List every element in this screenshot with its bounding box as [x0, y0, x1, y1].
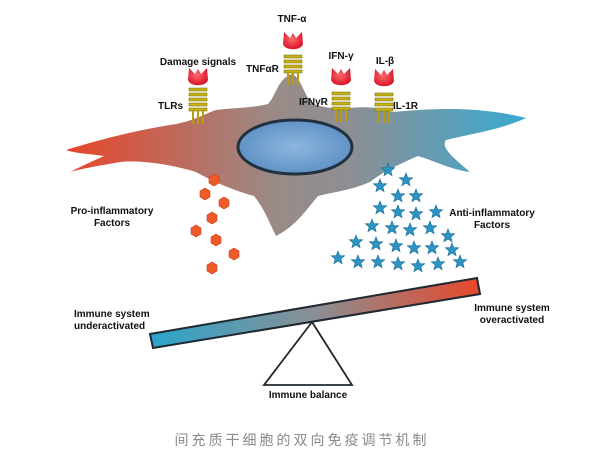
pro-factor-hexagon: [206, 211, 218, 225]
anti-factor-star: [408, 206, 424, 221]
figure-caption: 间充质干细胞的双向免疫调节机制: [174, 433, 430, 449]
tnf-alpha-receptor: [283, 54, 303, 85]
il-beta-ligand: [374, 69, 394, 87]
label-overactivated: Immune system overactivated: [466, 303, 558, 327]
label-pro-line1: Pro-inflammatory: [70, 206, 154, 217]
tnf-alpha-ligand: [283, 32, 303, 50]
pro-factor-hexagon: [190, 224, 202, 238]
label-anti-line2: Factors: [473, 220, 511, 231]
anti-factor-star: [452, 254, 468, 269]
pro-factor-hexagon: [218, 196, 230, 210]
anti-inflammatory-stars: [330, 162, 468, 273]
anti-factor-star: [410, 258, 426, 273]
label-under-line1: Immune system: [74, 309, 150, 320]
label-pro-inflammatory: Pro-inflammatory Factors: [52, 206, 172, 230]
anti-factor-star: [348, 234, 364, 249]
label-immune-balance: Immune balance: [268, 390, 348, 401]
label-tnf-alpha: TNF-α: [277, 14, 307, 25]
label-il-1r: IL-1R: [393, 101, 418, 112]
anti-factor-star: [380, 162, 396, 177]
anti-factor-star: [402, 222, 418, 237]
anti-factor-star: [372, 200, 388, 215]
pro-factor-hexagon: [210, 233, 222, 247]
label-underactivated: Immune system underactivated: [74, 309, 150, 333]
pro-factor-hexagon: [228, 247, 240, 261]
pro-inflammatory-hexagons: [190, 173, 240, 275]
anti-factor-star: [428, 204, 444, 219]
label-over-line1: Immune system: [474, 303, 550, 314]
label-under-line2: underactivated: [74, 321, 146, 332]
label-anti-inflammatory: Anti-inflammatory Factors: [432, 208, 552, 232]
label-damage-signals: Damage signals: [159, 57, 237, 68]
il-1-receptor: [374, 92, 394, 123]
anti-factor-star: [368, 236, 384, 251]
anti-factor-star: [364, 218, 380, 233]
label-tlrs: TLRs: [158, 101, 183, 112]
anti-factor-star: [384, 220, 400, 235]
anti-factor-star: [424, 240, 440, 255]
label-il-beta: IL-β: [375, 56, 395, 67]
anti-factor-star: [390, 204, 406, 219]
anti-factor-star: [350, 254, 366, 269]
pro-factor-hexagon: [206, 261, 218, 275]
anti-factor-star: [330, 250, 346, 265]
anti-factor-star: [440, 228, 456, 243]
anti-factor-star: [408, 188, 424, 203]
anti-factor-star: [390, 188, 406, 203]
label-ifn-gamma: IFN-γ: [328, 51, 354, 62]
anti-factor-star: [406, 240, 422, 255]
anti-factor-star: [370, 254, 386, 269]
damage-signal-ligand: [188, 68, 208, 86]
balance-fulcrum: [262, 320, 354, 386]
pro-factor-hexagon: [208, 173, 220, 187]
label-anti-line1: Anti-inflammatory: [449, 208, 535, 219]
label-tnf-alpha-r: TNFαR: [246, 64, 279, 75]
pro-factor-hexagon: [199, 187, 211, 201]
anti-factor-star: [398, 172, 414, 187]
ifn-gamma-receptor: [331, 91, 351, 122]
balance-beam: [148, 276, 482, 350]
anti-factor-star: [388, 238, 404, 253]
anti-factor-star: [444, 242, 460, 257]
ifn-gamma-ligand: [331, 68, 351, 86]
anti-factor-star: [422, 220, 438, 235]
anti-factor-star: [390, 256, 406, 271]
cell-nucleus: [236, 118, 354, 176]
label-pro-line2: Factors: [93, 218, 131, 229]
anti-factor-star: [372, 178, 388, 193]
tlr-receptor: [188, 87, 208, 124]
anti-factor-star: [430, 256, 446, 271]
label-ifn-gamma-r: IFNγR: [299, 97, 328, 108]
label-over-line2: overactivated: [479, 315, 545, 326]
